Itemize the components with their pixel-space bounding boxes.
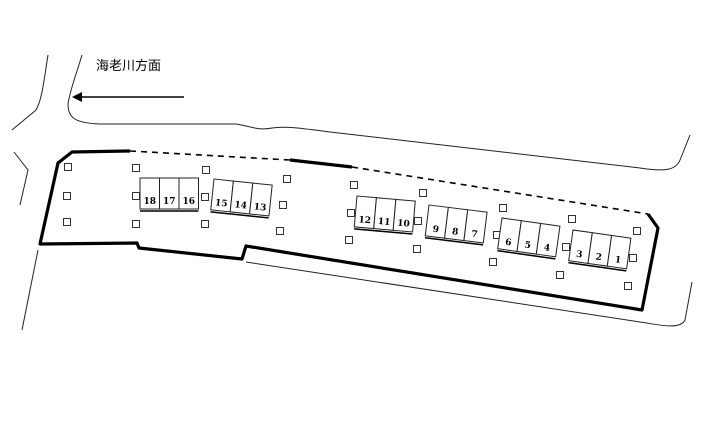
post-marker <box>283 175 291 183</box>
post-marker <box>350 181 358 189</box>
post-marker <box>419 189 427 197</box>
post-marker <box>345 236 353 244</box>
post-marker <box>202 166 210 174</box>
post-marker <box>414 217 422 225</box>
post-marker <box>568 215 576 223</box>
stall-number: 11 <box>377 217 390 228</box>
post-marker <box>132 192 140 200</box>
parking-stall[interactable] <box>463 209 488 244</box>
post-marker <box>132 164 140 172</box>
post-marker <box>201 220 209 228</box>
stall-number: 17 <box>163 197 176 207</box>
post-marker <box>63 192 71 200</box>
post-marker <box>562 243 570 251</box>
stall-number: 8 <box>451 227 458 238</box>
stall-number: 6 <box>505 238 513 249</box>
lot-boundary <box>38 149 660 312</box>
parking-stall[interactable] <box>392 198 416 233</box>
stall-number: 12 <box>358 215 371 226</box>
stall-number: 18 <box>143 197 156 207</box>
stall-number: 1 <box>614 255 622 266</box>
stall-number: 10 <box>397 219 410 230</box>
road-edges <box>11 54 693 331</box>
post-marker <box>413 245 421 253</box>
stall-number: 4 <box>543 243 551 254</box>
parking-stall[interactable] <box>535 222 561 258</box>
posts <box>63 163 641 290</box>
stall-number: 14 <box>234 200 248 211</box>
post-marker <box>279 201 287 209</box>
stall-number: 3 <box>576 250 584 261</box>
post-marker <box>64 163 72 171</box>
post-marker <box>276 227 284 235</box>
parking-stall[interactable] <box>248 182 273 217</box>
post-marker <box>347 209 355 217</box>
stall-number: 9 <box>432 225 439 236</box>
direction-arrow <box>72 92 184 102</box>
stall-number: 15 <box>214 198 228 209</box>
post-marker <box>63 218 71 226</box>
parking-stall[interactable] <box>606 234 632 270</box>
post-marker <box>201 193 209 201</box>
post-marker <box>633 227 641 235</box>
stall-number: 5 <box>524 240 532 251</box>
post-marker <box>499 204 507 212</box>
stall-group: 15 14 13 <box>210 178 273 219</box>
stall-group: 18 17 16 <box>139 177 199 212</box>
stall-number: 13 <box>253 202 267 213</box>
stall-group: 12 11 10 <box>353 195 416 235</box>
post-marker <box>624 282 632 290</box>
post-marker <box>489 258 497 266</box>
stall-number: 16 <box>182 197 195 207</box>
direction-label: 海老川方面 <box>96 58 161 74</box>
stall-number: 7 <box>471 229 478 240</box>
parking-stall[interactable] <box>178 177 199 210</box>
stall-number: 2 <box>595 252 603 263</box>
post-marker <box>629 254 637 262</box>
post-marker <box>132 220 140 228</box>
post-marker <box>556 271 564 279</box>
stall-group: 9 8 7 <box>424 204 488 246</box>
